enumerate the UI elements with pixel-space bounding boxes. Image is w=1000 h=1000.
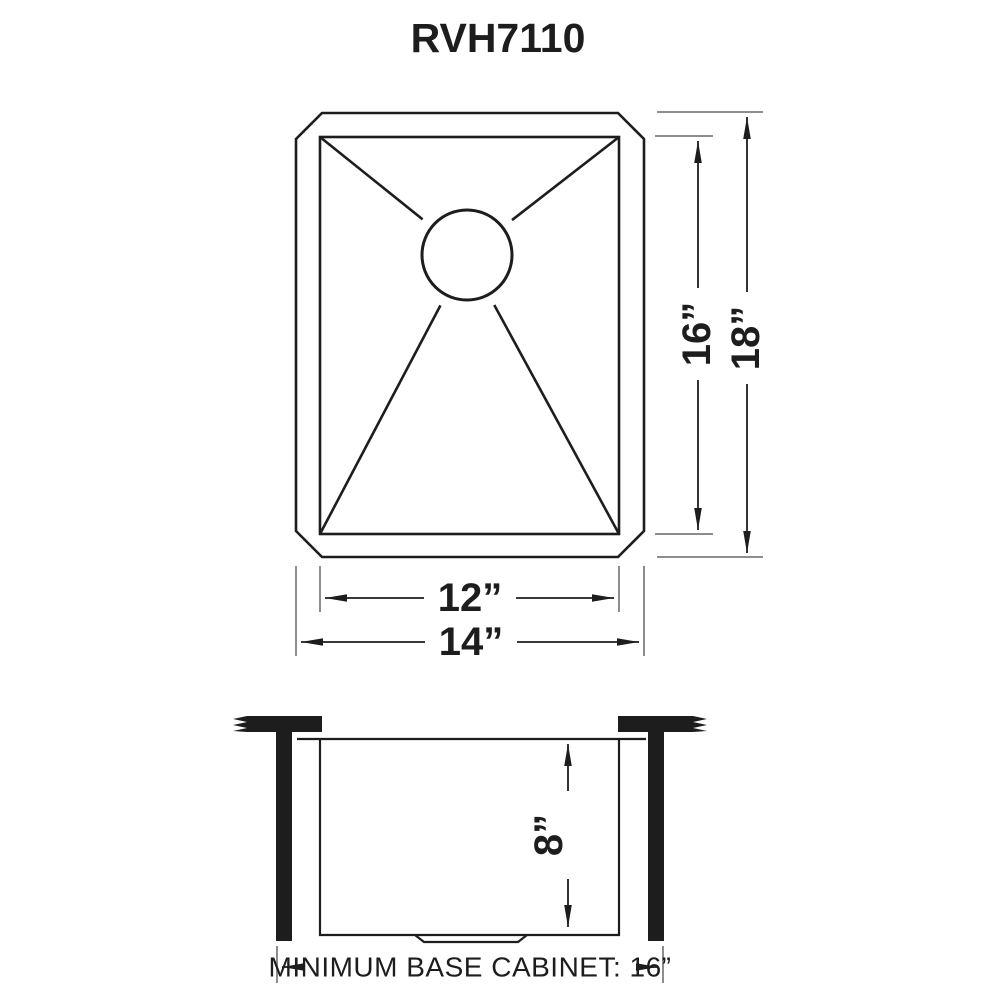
dim-label-overall-depth: 18” [724,306,768,371]
bowl-profile [318,739,621,937]
drain-bump [414,934,528,944]
dim-label-backing [425,621,517,663]
note-backing [304,948,636,988]
sink-bowl-outline [318,135,621,536]
dim-label-backing [424,577,516,619]
drain-outer-ring [410,198,524,312]
dim-label-overall-width: 14” [439,620,504,664]
dim-label-backing [530,791,574,879]
dimension-base-cabinet: MINIMUM BASE CABINET: 16” [268,946,671,988]
section-view: 8” MINIMUM BASE CABINET: 16” [233,716,707,988]
top-view: 16” 18” 12” [294,111,768,664]
dim-label-backing [725,292,767,384]
drain-inner-ring [420,208,514,302]
dimension-inner-width: 12” [319,566,620,620]
cabinet-wall-right [648,732,664,941]
dim-label-backing [676,288,718,380]
dimension-bowl-depth: 8” [527,744,574,927]
cabinet-wall-left [276,732,292,941]
dimension-overall-depth: 18” [657,111,768,558]
model-number: RVH7110 [411,15,586,61]
dimension-inner-depth: 16” [655,135,719,535]
countertop-left [233,716,322,732]
dim-label-inner-width: 12” [438,576,503,620]
dimension-overall-width: 14” [295,566,645,664]
dim-label-bowl-depth: 8” [527,814,571,856]
countertop-right [618,716,707,732]
base-cabinet-note: MINIMUM BASE CABINET: 16” [268,952,671,983]
dim-label-inner-depth: 16” [675,302,719,367]
